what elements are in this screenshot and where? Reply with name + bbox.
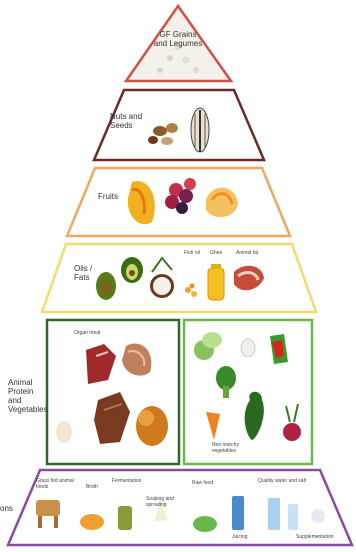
label-fermentation: Fermentation [112,478,141,484]
label-animal-line3: and [8,396,21,405]
label-grains: GF Grains and Legumes [150,30,206,48]
label-oils: Oils / Fats [74,264,92,282]
label-supplementation: Supplementation [296,534,334,540]
label-fruits: Fruits [98,192,118,201]
label-fish-oil: Fish oil [184,250,200,256]
label-grass-fed: Grass fed animal foods [36,478,74,490]
label-animal: Animal Protein and Vegetables [8,378,48,414]
label-quality-water: Quality water and salt [258,478,306,484]
label-nuts-line1: Nuts and [110,112,142,121]
tier-vegetables [184,320,312,464]
label-nuts-line2: Seeds [110,121,133,130]
label-oils-line2: Fats [74,273,90,282]
label-raw-food: Raw food [192,480,213,486]
label-nuts: Nuts and Seeds [110,112,142,130]
tier-animal [47,320,179,464]
tier-fruits [67,168,290,236]
label-non-starchy-line2: vegetables [212,448,236,454]
label-organ-meat: Organ meat [74,330,100,336]
label-oils-line1: Oils / [74,264,92,273]
label-animal-line1: Animal [8,378,32,387]
label-soaking: Soaking and sprouting [146,496,174,508]
label-grains-line1: GF Grains [160,30,197,39]
label-non-starchy: Non-starchy vegetables [212,442,239,454]
label-animal-fat: Animal fat [236,250,258,256]
label-soaking-line2: sprouting [146,502,167,508]
label-animal-line4: Vegetables [8,405,48,414]
label-animal-line2: Protein [8,387,33,396]
label-foundations: ons [0,504,13,513]
label-broth: Broth [86,484,98,490]
label-grass-fed-line2: foods [36,484,48,490]
label-grains-line2: and Legumes [154,39,202,48]
label-ghee: Ghee [210,250,222,256]
label-juicing: Juicing [232,534,248,540]
